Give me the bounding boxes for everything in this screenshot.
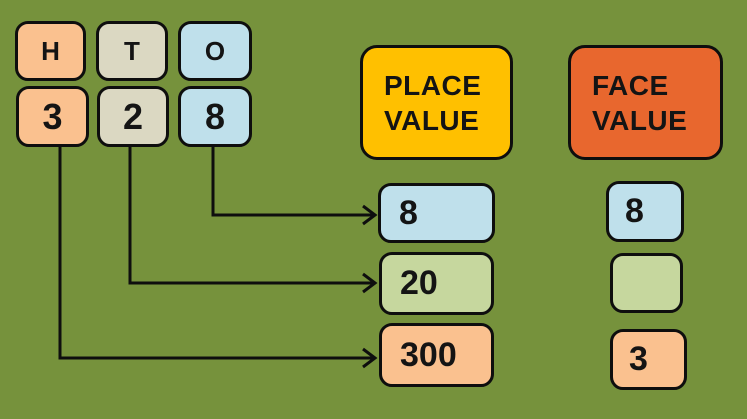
digit-ones: 8 [178,86,252,147]
column-header-tens: T [96,21,168,81]
arrow-ones [211,147,378,226]
face-value-header: FACE VALUE [568,45,723,160]
face-value-hundreds: 3 [610,329,687,390]
face-value-header-line2: VALUE [592,104,688,136]
place-value-header-line2: VALUE [384,104,480,136]
place-value-header: PLACE VALUE [360,45,513,160]
column-header-hundreds: H [15,21,86,81]
place-value-hundreds: 300 [379,323,494,387]
digit-tens: 2 [97,86,169,147]
digit-hundreds: 3 [16,86,89,147]
place-value-tens: 20 [379,252,494,315]
arrow-hundreds [58,147,378,369]
face-value-header-line1: FACE [592,69,669,101]
place-value-ones: 8 [378,183,495,243]
place-value-header-line1: PLACE [384,69,482,101]
column-header-ones: O [178,21,252,81]
arrow-tens [128,147,378,294]
face-value-ones: 8 [606,181,684,242]
face-value-tens [610,253,683,313]
